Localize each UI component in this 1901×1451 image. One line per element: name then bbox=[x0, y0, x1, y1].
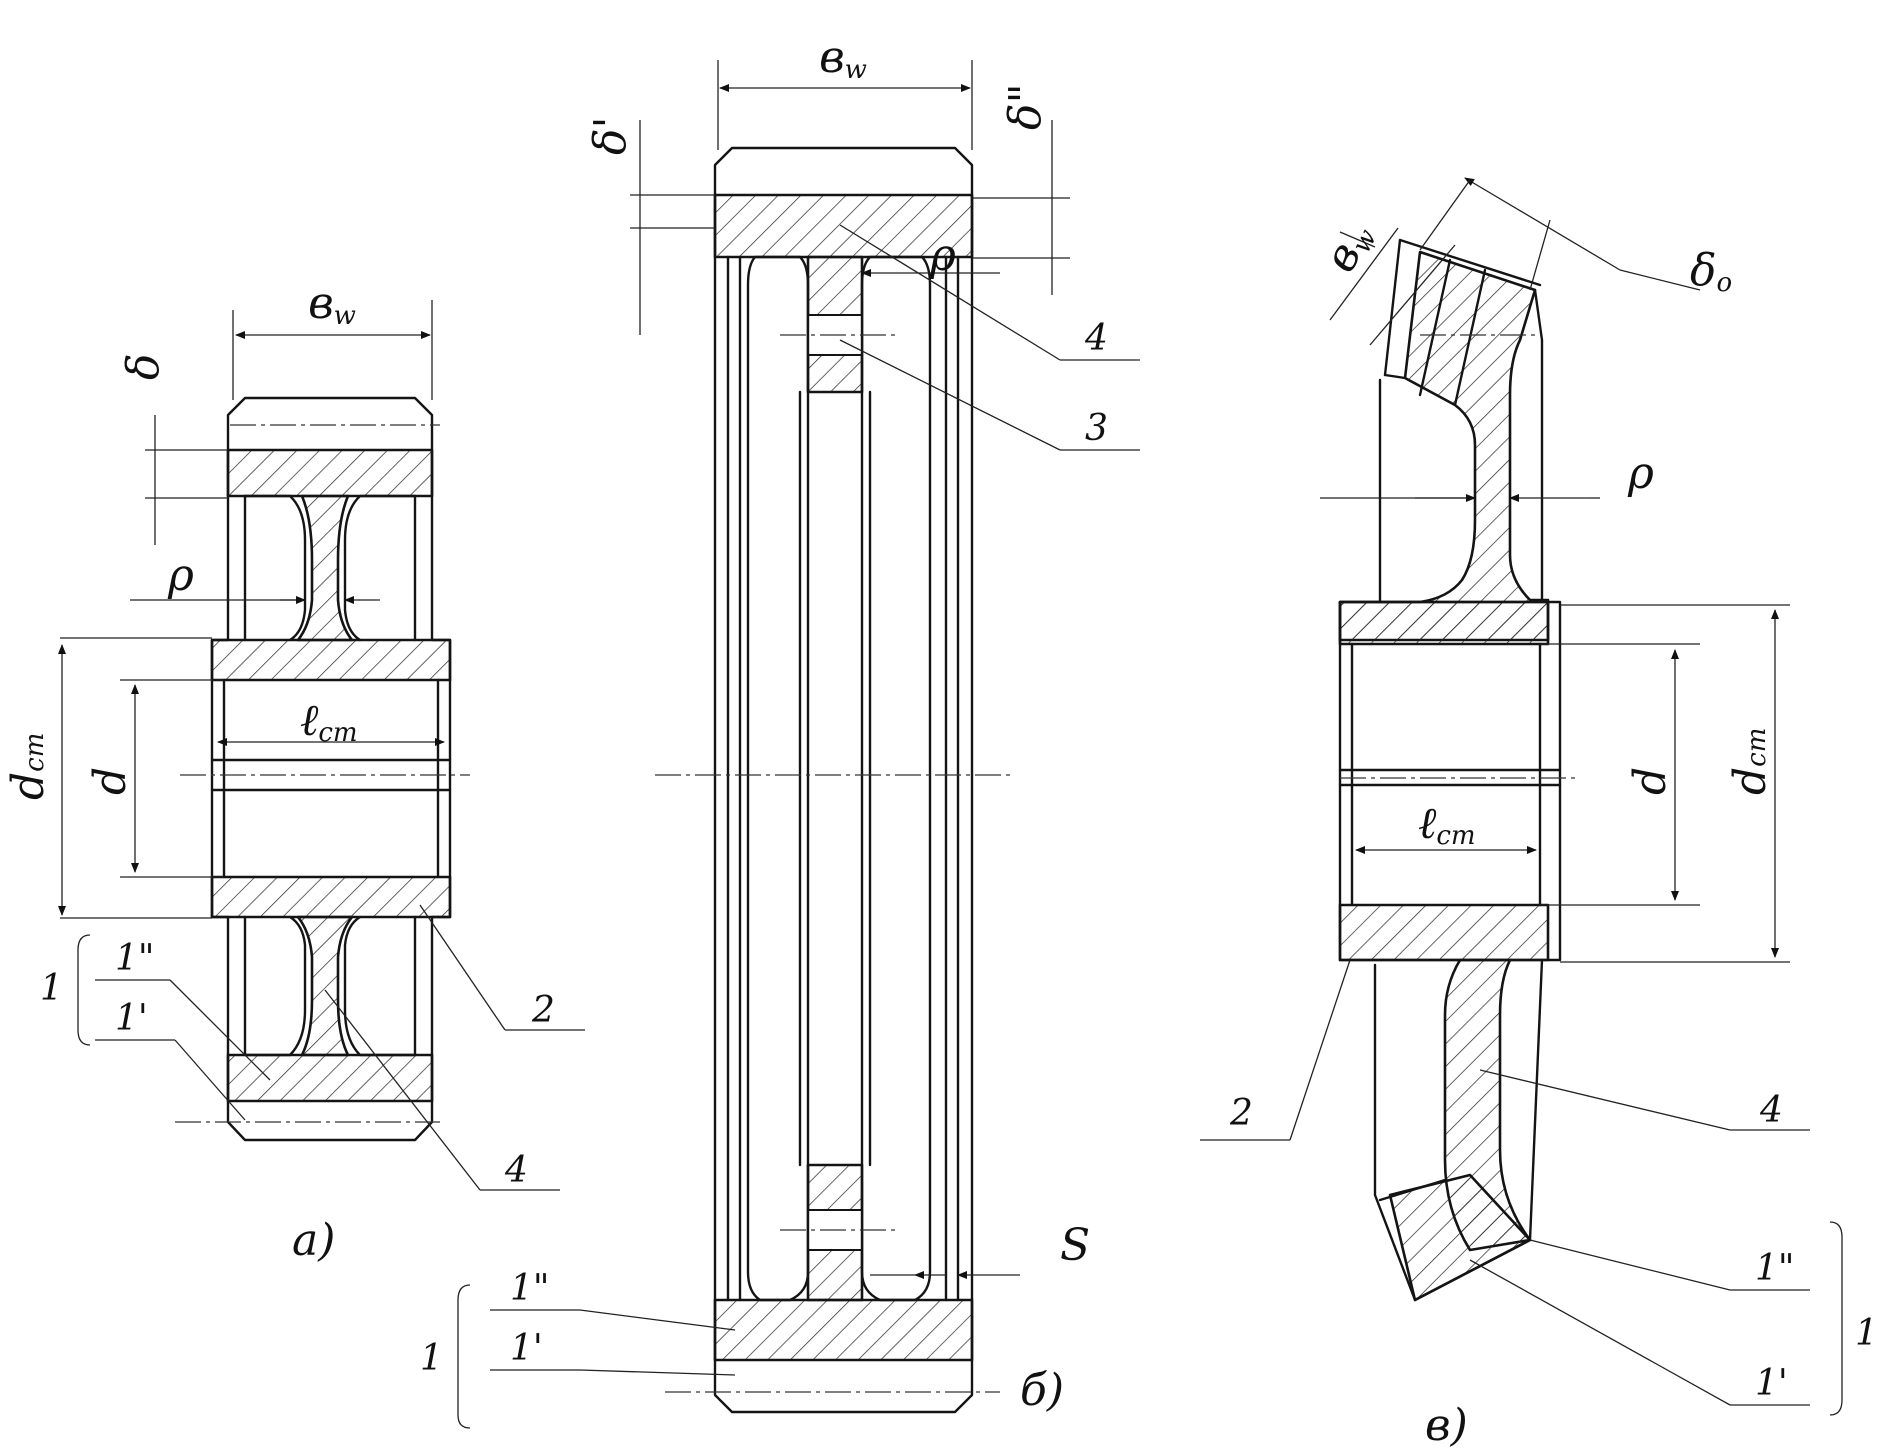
fig-c-hub-bottom bbox=[1338, 903, 1550, 962]
fig-c-ref-4: 4 bbox=[1759, 1090, 1783, 1131]
figure-a-gear: вw δ ρ dcm d ℓcm 1 1" 1' 2 4 а) bbox=[3, 278, 585, 1266]
fig-a-lcm-label: ℓcm bbox=[300, 695, 358, 748]
fig-b-delta-pp-label: δ" bbox=[1000, 83, 1051, 130]
fig-a-d-label: d bbox=[85, 767, 136, 795]
fig-c-lcm-label: ℓcm bbox=[1418, 798, 1476, 851]
fig-c-upper-web bbox=[1338, 250, 1550, 642]
fig-a-cavity-bl bbox=[243, 915, 307, 1057]
figure-b-gear: вw δ' δ" ρ 4 3 S 1 1" 1' б) bbox=[420, 32, 1140, 1429]
fig-a-rim-bottom bbox=[226, 1053, 434, 1103]
fig-c-d-label: d bbox=[1625, 767, 1676, 795]
fig-c-ref-2: 2 bbox=[1229, 1093, 1253, 1134]
fig-a-cavity-tl bbox=[243, 494, 307, 642]
fig-a-rim-top bbox=[226, 448, 434, 498]
fig-c-ref-1pp: 1" bbox=[1755, 1248, 1794, 1289]
fig-a-ref-1pp: 1" bbox=[115, 938, 154, 979]
fig-c-bw-label: вw bbox=[1314, 214, 1383, 281]
fig-a-hub-bottom bbox=[210, 875, 452, 919]
fig-a-dcm-label: dcm bbox=[3, 733, 54, 800]
fig-c-dcm-label: dcm bbox=[1725, 728, 1776, 795]
fig-a-caption: а) bbox=[292, 1215, 335, 1266]
fig-b-brace-label: 1 bbox=[420, 1338, 443, 1379]
figure-c-gear: вw δo ρ d dcm ℓcm 2 4 1" 1' 1 в) bbox=[1200, 177, 1878, 1451]
fig-b-ref-1p: 1' bbox=[510, 1328, 543, 1369]
fig-c-rho-label: ρ bbox=[1627, 448, 1654, 499]
fig-b-delta-p-label: δ' bbox=[585, 116, 636, 155]
fig-a-ref-4: 4 bbox=[504, 1150, 528, 1191]
fig-b-bw-label: вw bbox=[819, 32, 867, 85]
fig-b-ref-4: 4 bbox=[1084, 318, 1108, 359]
fig-a-hub-top bbox=[210, 638, 452, 682]
fig-b-s-label: S bbox=[1060, 1220, 1090, 1271]
fig-c-hub-top bbox=[1338, 600, 1550, 646]
fig-c-brace-label: 1 bbox=[1855, 1313, 1878, 1354]
fig-c-caption: в) bbox=[1425, 1400, 1468, 1451]
fig-a-cavity-tr bbox=[343, 494, 417, 642]
fig-a-ref-2: 2 bbox=[531, 990, 555, 1031]
fig-a-delta-label: δ bbox=[118, 354, 169, 381]
fig-a-web-bottom bbox=[296, 915, 354, 1057]
fig-b-ref-3: 3 bbox=[1085, 408, 1108, 449]
fig-a-ref-1p: 1' bbox=[115, 998, 148, 1039]
fig-a-brace-label: 1 bbox=[40, 968, 63, 1009]
fig-b-rim-bottom bbox=[713, 1298, 974, 1362]
fig-b-caption: б) bbox=[1020, 1365, 1064, 1416]
fig-b-ref-1pp: 1" bbox=[510, 1268, 549, 1309]
fig-b-outline bbox=[713, 146, 974, 1414]
fig-a-bw-label: вw bbox=[308, 278, 356, 331]
fig-a-rho-label: ρ bbox=[167, 550, 194, 601]
fig-c-delta0-label: δo bbox=[1690, 245, 1732, 298]
fig-a-cavity-br bbox=[343, 915, 417, 1057]
fig-b-rho-label: ρ bbox=[929, 230, 956, 281]
fig-a-web-top bbox=[296, 494, 354, 642]
fig-c-ref-1p: 1' bbox=[1755, 1363, 1788, 1404]
